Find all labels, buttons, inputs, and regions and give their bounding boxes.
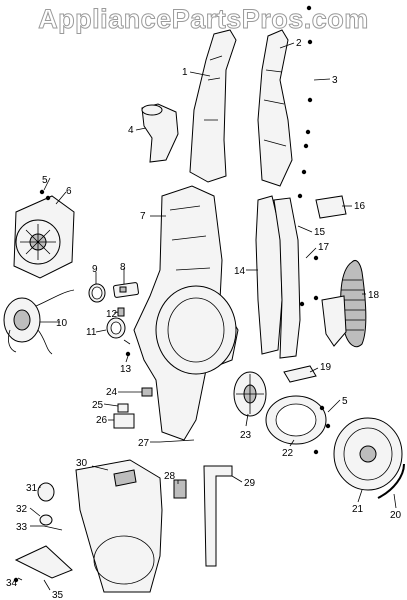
callout-19: 19 <box>320 362 332 373</box>
callout-13: 13 <box>120 364 132 375</box>
callout-7: 7 <box>140 211 146 222</box>
callout-23: 23 <box>240 430 252 441</box>
part-33-spring <box>43 525 63 531</box>
callout-17: 17 <box>318 242 330 253</box>
callout-5: 5 <box>42 175 48 186</box>
part-26-plate <box>113 413 135 429</box>
part-31-knob <box>37 482 55 502</box>
part-29-frame <box>203 465 233 567</box>
callout-14: 14 <box>234 266 246 277</box>
callout-27: 27 <box>138 438 150 449</box>
part-28-filter-pad <box>173 479 187 499</box>
part-27-wire <box>159 439 195 443</box>
callout-12: 12 <box>106 309 118 320</box>
part-14-frame <box>255 195 301 359</box>
callout-24: 24 <box>106 387 118 398</box>
part-6-fan-housing <box>13 195 75 279</box>
callout-labels: 1 2 3 4 5 6 7 8 9 10 11 12 13 14 15 16 1… <box>6 38 402 600</box>
callout-8: 8 <box>120 262 126 273</box>
callout-30: 30 <box>76 458 88 469</box>
part-7-main-body <box>133 185 239 441</box>
callout-21: 21 <box>352 504 364 515</box>
callout-15: 15 <box>314 227 326 238</box>
screw-group <box>13 5 331 583</box>
part-20-band <box>377 463 405 499</box>
callout-11: 11 <box>86 327 97 338</box>
callout-29: 29 <box>244 478 256 489</box>
part-10-motor <box>3 289 75 355</box>
callout-32: 32 <box>16 504 28 515</box>
callout-22: 22 <box>282 448 294 459</box>
callout-33: 33 <box>16 522 28 533</box>
part-12-clip <box>117 307 125 317</box>
callout-6: 6 <box>66 186 72 197</box>
part-18-hose <box>321 259 367 348</box>
callout-16: 16 <box>354 201 366 212</box>
callout-4: 4 <box>128 125 134 136</box>
callout-20: 20 <box>390 510 402 521</box>
part-32-button <box>39 514 53 526</box>
part-23-filter <box>233 371 267 417</box>
part-2-handle-rear <box>257 29 293 187</box>
callout-10: 10 <box>56 318 68 329</box>
part-25-plate <box>117 403 129 413</box>
callout-2: 2 <box>296 38 302 49</box>
part-11-ring <box>106 317 126 339</box>
part-21-wheel <box>333 417 403 491</box>
part-9-ring <box>88 283 106 303</box>
leader-lines <box>17 42 397 591</box>
callout-3: 3 <box>332 75 338 86</box>
part-19-latch <box>283 365 317 383</box>
callout-34: 34 <box>6 578 18 589</box>
part-1-handle-front <box>189 29 237 183</box>
callout-9: 9 <box>92 264 98 275</box>
part-8-switch <box>113 282 139 298</box>
part-13-screw <box>123 339 131 345</box>
watermark-text: AppliancePartsPros.com <box>38 4 369 35</box>
callout-31: 31 <box>26 483 38 494</box>
part-16-clip <box>315 195 347 219</box>
part-22-filter-housing <box>265 395 327 445</box>
callout-35: 35 <box>52 590 64 600</box>
part-4-bracket <box>141 103 179 163</box>
callout-25: 25 <box>92 400 104 411</box>
part-35-latch <box>14 545 73 579</box>
callout-26: 26 <box>96 415 108 426</box>
callout-1: 1 <box>182 67 188 78</box>
callout-5-right: 5 <box>342 396 348 407</box>
callout-18: 18 <box>368 290 380 301</box>
part-24-tab <box>141 387 153 397</box>
part-30-dust-cup <box>75 459 163 593</box>
callout-28: 28 <box>164 471 176 482</box>
